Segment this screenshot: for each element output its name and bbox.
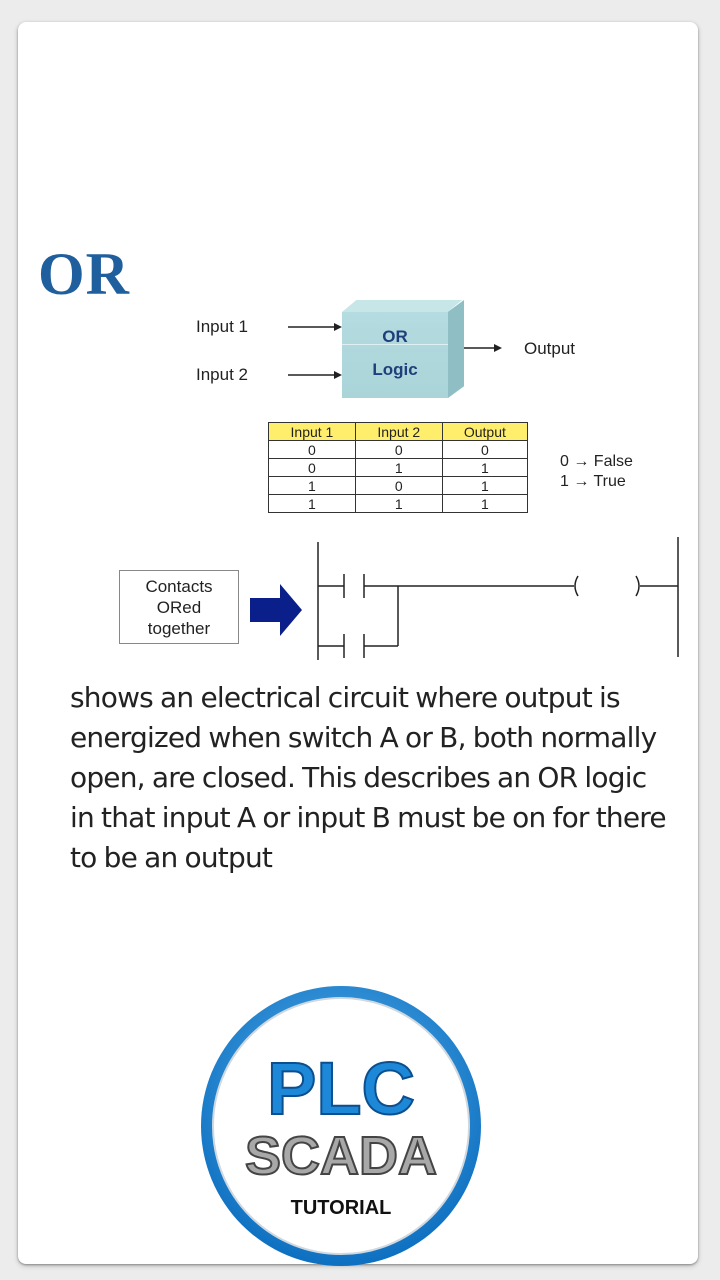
table-header-row: Input 1 Input 2 Output — [268, 422, 529, 441]
plc-scada-logo: PLC SCADA TUTORIAL — [196, 978, 486, 1268]
logic-block-side — [448, 300, 464, 398]
table-cell: 0 — [441, 440, 529, 459]
logic-block-top — [342, 300, 462, 312]
table-cell: 0 — [268, 458, 356, 477]
contacts-line: Contacts — [145, 577, 213, 596]
input-1-label: Input 1 — [196, 317, 248, 336]
logo-tutorial-text: TUTORIAL — [291, 1197, 392, 1219]
contacts-line: together — [147, 619, 211, 638]
table-cell: 1 — [354, 458, 443, 477]
table-cell: 1 — [441, 458, 529, 477]
table-cell: 0 — [268, 440, 356, 459]
logic-block-line1: OR — [382, 327, 408, 346]
logo-plc-text: PLC — [267, 1047, 415, 1130]
table-cell: 1 — [268, 476, 356, 495]
legend-false: 0 → False — [560, 453, 633, 470]
table-row: 0 1 1 — [268, 458, 529, 477]
or-logic-slide — [18, 232, 698, 662]
slide-title: OR — [38, 241, 130, 307]
table-row: 0 0 0 — [268, 440, 529, 459]
logo-scada-text: SCADA — [245, 1126, 437, 1186]
table-header: Input 2 — [354, 422, 443, 441]
slide-lines — [250, 323, 679, 660]
navy-arrow-icon — [250, 584, 302, 636]
contacts-line: ORed — [156, 598, 202, 617]
table-cell: 1 — [268, 494, 356, 513]
table-cell: 1 — [441, 494, 529, 513]
table-row: 1 1 1 — [268, 494, 529, 513]
legend-true: 1 → True — [560, 473, 626, 490]
logic-block-line2: Logic — [372, 360, 418, 379]
table-row: 1 0 1 — [268, 476, 529, 495]
truth-table: Input 1 Input 2 Output 0 0 0 0 1 1 1 0 1… — [268, 422, 529, 513]
table-cell: 1 — [441, 476, 529, 495]
input-2-label: Input 2 — [196, 365, 248, 384]
table-header: Output — [441, 422, 529, 441]
description-text: shows an electrical circuit where output… — [70, 681, 667, 874]
contacts-label-box: Contacts ORed together — [119, 570, 239, 644]
table-cell: 0 — [354, 476, 443, 495]
logic-block — [342, 312, 448, 398]
output-label: Output — [524, 339, 576, 358]
table-cell: 1 — [354, 494, 443, 513]
table-cell: 0 — [354, 440, 443, 459]
table-header: Input 1 — [268, 422, 356, 441]
